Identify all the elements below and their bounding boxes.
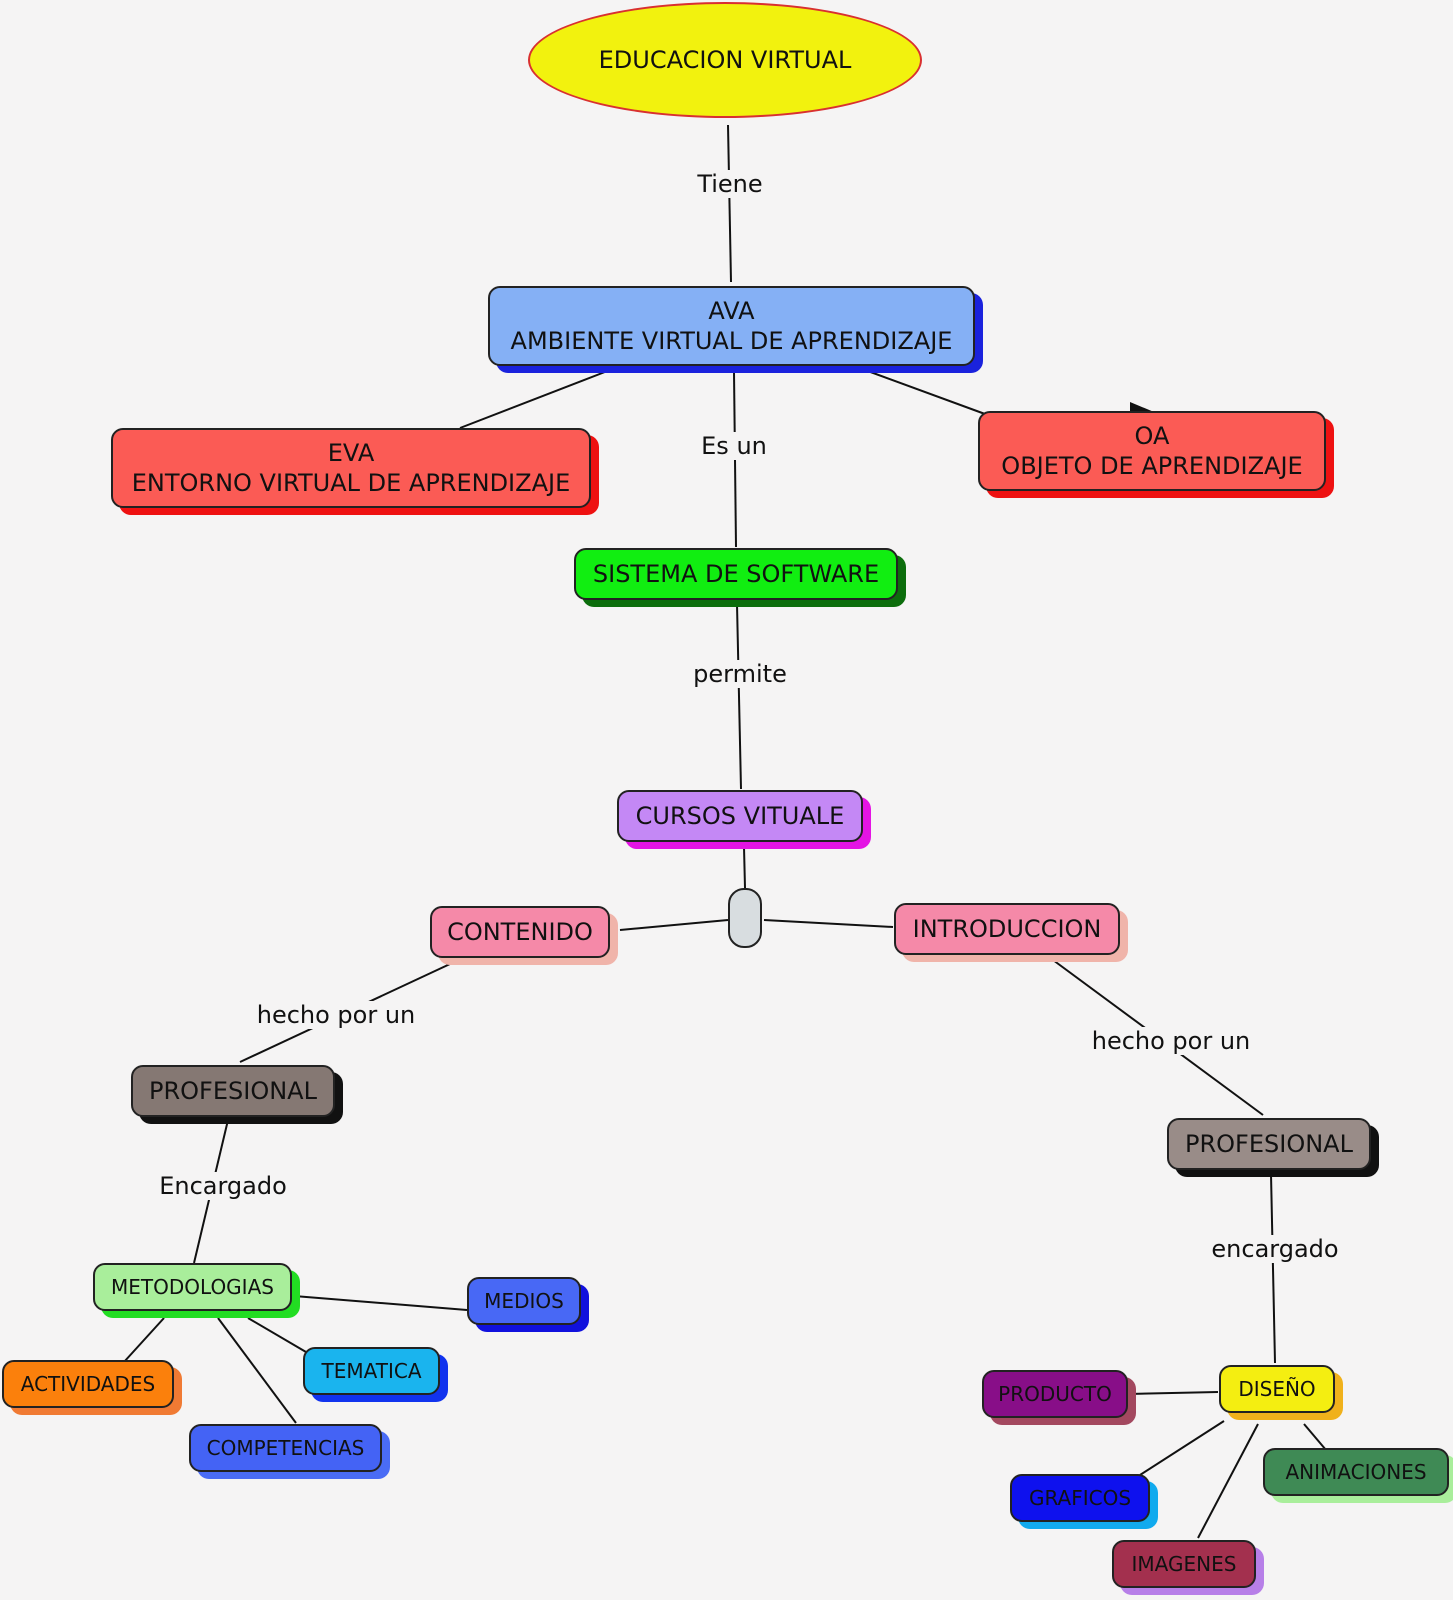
node-profesional-right-label: PROFESIONAL	[1185, 1130, 1353, 1158]
link-profesional-diseno	[1270, 1173, 1276, 1364]
link-metodologias-tematica	[247, 1317, 307, 1353]
link-label-hecho-por-un-right: hecho por un	[1087, 1027, 1255, 1055]
root-node-educacion-virtual[interactable]: EDUCACION VIRTUAL	[528, 2, 922, 118]
node-contenido[interactable]: CONTENIDO	[430, 906, 610, 958]
link-metodologias-competencias	[217, 1317, 297, 1424]
node-producto-label: PRODUCTO	[998, 1381, 1112, 1406]
node-introduccion-label: INTRODUCCION	[912, 915, 1102, 943]
node-cursos-label: CURSOS VITUALE	[635, 802, 845, 830]
link-root-ava	[727, 124, 732, 283]
node-profesional-left[interactable]: PROFESIONAL	[131, 1065, 335, 1117]
node-metodologias[interactable]: METODOLOGIAS	[93, 1263, 292, 1311]
link-metodologias-medios	[293, 1295, 468, 1311]
node-competencias-label: COMPETENCIAS	[206, 1435, 365, 1460]
node-actividades-label: ACTIVIDADES	[20, 1371, 156, 1396]
node-eva-title: EVA	[327, 439, 375, 467]
node-actividades[interactable]: ACTIVIDADES	[2, 1360, 174, 1408]
link-label-hecho-por-un-left: hecho por un	[252, 1001, 420, 1029]
node-medios-label: MEDIOS	[484, 1288, 564, 1313]
node-ava-title: AVA	[708, 297, 755, 325]
link-label-es-un: Es un	[697, 432, 771, 460]
node-tematica[interactable]: TEMATICA	[303, 1347, 440, 1395]
node-diseno[interactable]: DISEÑO	[1219, 1365, 1335, 1413]
junction-node[interactable]	[728, 888, 762, 948]
node-diseno-label: DISEÑO	[1238, 1376, 1316, 1401]
link-diseno-animaciones	[1303, 1423, 1327, 1451]
node-oa[interactable]: OA OBJETO DE APRENDIZAJE	[978, 411, 1326, 491]
root-label: EDUCACION VIRTUAL	[598, 46, 852, 74]
link-label-permite: permite	[689, 660, 791, 688]
link-metodologias-actividades	[123, 1317, 165, 1363]
node-animaciones-label: ANIMACIONES	[1285, 1459, 1427, 1484]
link-cursos-junction	[743, 846, 746, 889]
link-diseno-producto	[1127, 1391, 1219, 1395]
node-sistema-label: SISTEMA DE SOFTWARE	[592, 560, 880, 588]
node-ava[interactable]: AVA AMBIENTE VIRTUAL DE APRENDIZAJE	[488, 286, 975, 366]
node-ava-subtitle: AMBIENTE VIRTUAL DE APRENDIZAJE	[510, 327, 953, 355]
node-eva-subtitle: ENTORNO VIRTUAL DE APRENDIZAJE	[131, 469, 571, 497]
node-oa-subtitle: OBJETO DE APRENDIZAJE	[1001, 452, 1303, 480]
link-sistema-cursos	[736, 603, 742, 790]
node-competencias[interactable]: COMPETENCIAS	[189, 1424, 382, 1472]
link-diseno-graficos	[1139, 1420, 1225, 1476]
link-junction-contenido	[619, 919, 729, 931]
node-tematica-label: TEMATICA	[321, 1358, 422, 1383]
link-ava-oa	[864, 369, 986, 415]
node-producto[interactable]: PRODUCTO	[982, 1370, 1128, 1418]
node-imagenes-label: IMAGENES	[1131, 1551, 1237, 1576]
node-graficos[interactable]: GRAFICOS	[1010, 1474, 1150, 1522]
link-label-tiene: Tiene	[693, 170, 767, 198]
node-eva[interactable]: EVA ENTORNO VIRTUAL DE APRENDIZAJE	[111, 428, 591, 508]
link-diseno-imagenes	[1197, 1423, 1259, 1539]
node-profesional-left-label: PROFESIONAL	[149, 1077, 317, 1105]
link-label-encargado-left: Encargado	[155, 1172, 291, 1200]
node-sistema-de-software[interactable]: SISTEMA DE SOFTWARE	[574, 548, 898, 600]
node-metodologias-label: METODOLOGIAS	[111, 1274, 274, 1299]
node-profesional-right[interactable]: PROFESIONAL	[1167, 1118, 1371, 1170]
link-ava-eva	[459, 369, 611, 429]
node-cursos-vituale[interactable]: CURSOS VITUALE	[617, 790, 863, 842]
node-contenido-label: CONTENIDO	[447, 918, 593, 946]
node-imagenes[interactable]: IMAGENES	[1112, 1540, 1256, 1588]
node-oa-title: OA	[1134, 422, 1170, 450]
node-graficos-label: GRAFICOS	[1028, 1485, 1132, 1510]
node-introduccion[interactable]: INTRODUCCION	[894, 903, 1120, 955]
node-medios[interactable]: MEDIOS	[467, 1277, 581, 1325]
node-animaciones[interactable]: ANIMACIONES	[1263, 1448, 1449, 1496]
link-label-encargado-right: encargado	[1207, 1235, 1343, 1263]
link-junction-introduccion	[763, 919, 894, 928]
